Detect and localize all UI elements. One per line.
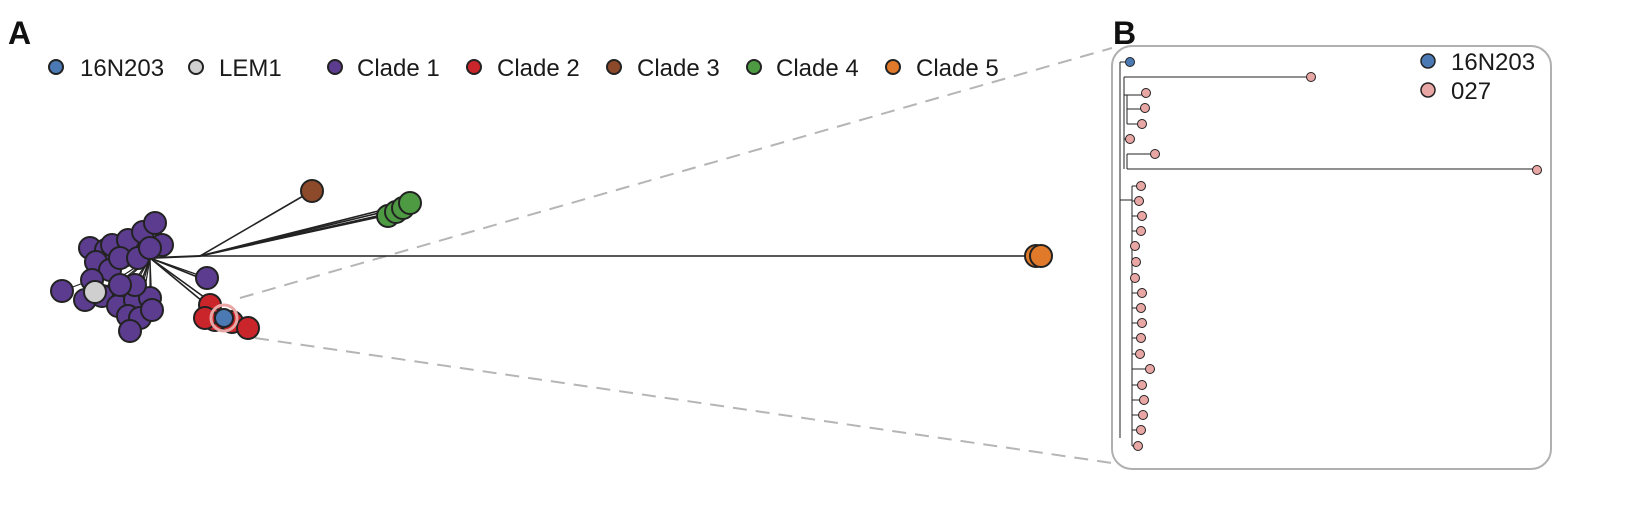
tree-a-node-lem1 <box>83 280 107 304</box>
tree-b-node-027 <box>1140 103 1150 113</box>
legend-b-label-16n203: 16N203 <box>1451 49 1535 76</box>
legend-panel-a: 16N203 LEM1 Clade 1 Clade 2 Clade 3 Clad… <box>48 55 999 82</box>
legend-swatch-clade-2 <box>466 59 482 75</box>
tree-b-node-027 <box>1125 134 1135 144</box>
legend-b-label-027: 027 <box>1451 78 1491 105</box>
tree-a-node-clade-1 <box>118 319 142 343</box>
legend-item-clade-1: Clade 1 <box>327 55 440 82</box>
legend-panel-b: 16N203 027 <box>1420 49 1535 105</box>
tree-b-node-16n203 <box>1125 57 1135 67</box>
zoom-guide-lower <box>254 337 1113 464</box>
legend-label-lem1: LEM1 <box>219 55 282 82</box>
tree-b-node-027 <box>1136 226 1146 236</box>
tree-a-node-16n203 <box>214 308 234 328</box>
tree-a-node-clade-1 <box>143 211 167 235</box>
tree-a-node-clade-2 <box>236 316 260 340</box>
tree-b-node-027 <box>1306 72 1316 82</box>
tree-b-node-027 <box>1137 211 1147 221</box>
tree-a-branch <box>199 191 311 257</box>
tree-a-node-clade-1 <box>140 298 164 322</box>
legend-label-16n203: 16N203 <box>80 55 164 82</box>
tree-a-node-clade-4 <box>398 191 422 215</box>
tree-b-node-027 <box>1532 165 1542 175</box>
tree-a-branch <box>199 202 411 257</box>
legend-swatch-clade-5 <box>885 59 901 75</box>
tree-b-node-027 <box>1137 119 1147 129</box>
tree-a-node-clade-1 <box>50 279 74 303</box>
legend-item-clade-3: Clade 3 <box>606 55 720 82</box>
inset-frame <box>1111 45 1552 470</box>
tree-a-branch <box>149 255 201 259</box>
tree-b-node-027 <box>1130 273 1140 283</box>
tree-a-node-clade-5 <box>1029 244 1053 268</box>
tree-b-node-027 <box>1145 364 1155 374</box>
tree-b-node-027 <box>1137 380 1147 390</box>
tree-b-node-027 <box>1130 241 1140 251</box>
tree-b-node-027 <box>1131 257 1141 267</box>
legend-label-clade-3: Clade 3 <box>637 55 720 82</box>
tree-b-node-027 <box>1136 181 1146 191</box>
tree-b-node-027 <box>1150 149 1160 159</box>
tree-b-node-027 <box>1136 303 1146 313</box>
panel-a-label: A <box>8 15 31 51</box>
tree-panel-a <box>50 179 1053 343</box>
legend-item-clade-4: Clade 4 <box>746 55 859 82</box>
legend-b-item-027: 027 <box>1420 78 1491 105</box>
legend-swatch-lem1 <box>188 59 204 75</box>
legend-item-16n203: 16N203 <box>48 55 164 82</box>
legend-label-clade-5: Clade 5 <box>916 55 999 82</box>
tree-a-node-clade-1 <box>195 266 219 290</box>
legend-item-clade-5: Clade 5 <box>885 55 999 82</box>
legend-swatch-clade-4 <box>746 59 762 75</box>
tree-b-node-027 <box>1138 410 1148 420</box>
tree-b-node-027 <box>1137 288 1147 298</box>
tree-b-node-027 <box>1137 318 1147 328</box>
tree-b-node-027 <box>1134 196 1144 206</box>
tree-b-node-027 <box>1136 333 1146 343</box>
tree-a-node-clade-3 <box>300 179 324 203</box>
tree-b-nodes <box>1125 57 1542 451</box>
tree-a-027-ring <box>209 303 239 333</box>
legend-label-clade-4: Clade 4 <box>776 55 859 82</box>
legend-swatch-clade-1 <box>327 59 343 75</box>
legend-item-clade-2: Clade 2 <box>466 55 580 82</box>
tree-a-nodes <box>50 179 1053 343</box>
tree-b-node-027 <box>1135 349 1145 359</box>
tree-b-node-027 <box>1133 441 1143 451</box>
zoom-guide-upper <box>239 47 1113 299</box>
legend-b-item-16n203: 16N203 <box>1420 49 1535 76</box>
legend-swatch-16n203 <box>48 59 64 75</box>
tree-b-node-027 <box>1136 425 1146 435</box>
tree-a-node-clade-1 <box>108 273 132 297</box>
legend-item-lem1: LEM1 <box>188 55 282 82</box>
legend-label-clade-1: Clade 1 <box>357 55 440 82</box>
legend-label-clade-2: Clade 2 <box>497 55 580 82</box>
legend-b-swatch-16n203 <box>1420 53 1436 69</box>
panel-b-label: B <box>1113 15 1136 51</box>
tree-a-node-clade-1 <box>138 236 162 260</box>
tree-b-node-027 <box>1141 88 1151 98</box>
panel-b-inset: 16N203 027 <box>1111 45 1552 470</box>
legend-swatch-clade-3 <box>606 59 622 75</box>
legend-b-swatch-027 <box>1420 82 1436 98</box>
tree-b-node-027 <box>1139 395 1149 405</box>
